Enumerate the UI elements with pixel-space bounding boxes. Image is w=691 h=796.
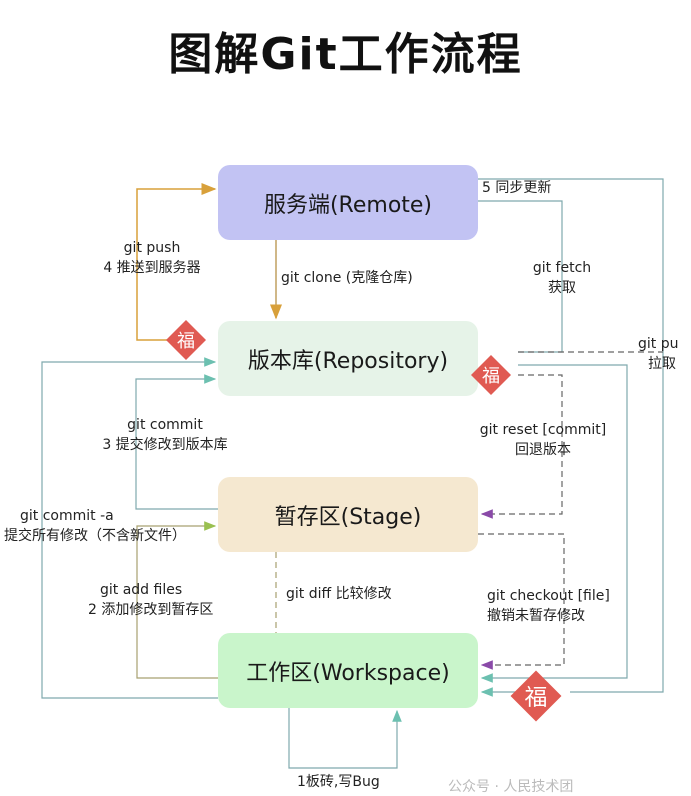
add-cmd: git add files	[100, 582, 183, 598]
clone-label: git clone (克隆仓库)	[281, 270, 413, 286]
repo-to-workspace-connector	[480, 364, 628, 683]
fetch-cmd: git fetch	[532, 260, 592, 276]
watermark: 公众号 · 人民技术团	[448, 779, 574, 795]
pull-desc: 拉取	[648, 356, 676, 372]
add-connector	[136, 521, 218, 679]
fu-decoration-icon: 福	[166, 320, 206, 360]
fu-char: 福	[482, 366, 500, 387]
fu-char: 福	[177, 331, 195, 352]
work-loop-connector	[288, 708, 402, 769]
checkout-desc: 撤销未暂存修改	[487, 608, 585, 624]
commit-a-label: git commit -a 提交所有修改（不含新文件）	[4, 506, 186, 546]
reset-label: git reset [commit] 回退版本	[475, 420, 611, 460]
node-stage: 暂存区(Stage)	[218, 477, 478, 552]
node-remote: 服务端(Remote)	[218, 165, 478, 240]
checkout-cmd: git checkout [file]	[487, 588, 610, 604]
add-label: git add files 2 添加修改到暂存区	[88, 580, 213, 620]
fu-decoration-icon: 福	[471, 355, 511, 395]
commit-label: git commit 3 提交修改到版本库	[80, 415, 250, 455]
fetch-label: git fetch 获取	[522, 258, 602, 298]
pull-cmd: git pu	[638, 336, 679, 352]
commit-desc: 3 提交修改到版本库	[102, 437, 228, 453]
checkout-label: git checkout [file] 撤销未暂存修改	[487, 586, 610, 626]
fu-decoration-icon: 福	[510, 670, 562, 722]
sync-label: 5 同步更新	[482, 180, 552, 196]
push-label: git push 4 推送到服务器	[92, 238, 212, 278]
push-desc: 4 推送到服务器	[103, 260, 201, 276]
pull-label: git pu 拉取	[638, 334, 678, 374]
diff-label: git diff 比较修改	[286, 586, 392, 602]
work-label: 1板砖,写Bug	[297, 774, 380, 790]
reset-cmd: git reset [commit]	[479, 422, 607, 438]
node-repository-label: 版本库(Repository)	[247, 348, 449, 374]
commit-cmd: git commit	[127, 417, 203, 433]
fu-char: 福	[525, 685, 548, 711]
commit-a-desc: 提交所有修改（不含新文件）	[4, 528, 186, 544]
page-title: 图解Git工作流程	[168, 29, 523, 80]
sync-connector	[478, 178, 664, 693]
node-repository: 版本库(Repository)	[218, 321, 478, 396]
commit-a-connector	[41, 357, 218, 699]
node-remote-label: 服务端(Remote)	[263, 192, 433, 218]
node-workspace-label: 工作区(Workspace)	[246, 660, 450, 686]
node-workspace: 工作区(Workspace)	[218, 633, 478, 708]
push-cmd: git push	[123, 240, 181, 256]
commit-a-cmd: git commit -a	[20, 508, 114, 524]
reset-connector	[480, 374, 563, 519]
reset-desc: 回退版本	[515, 442, 571, 458]
commit-connector	[135, 374, 218, 510]
node-stage-label: 暂存区(Stage)	[274, 504, 422, 530]
add-desc: 2 添加修改到暂存区	[88, 602, 214, 618]
checkout-connector	[478, 533, 565, 670]
push-connector	[136, 183, 217, 341]
fetch-desc: 获取	[548, 280, 576, 296]
